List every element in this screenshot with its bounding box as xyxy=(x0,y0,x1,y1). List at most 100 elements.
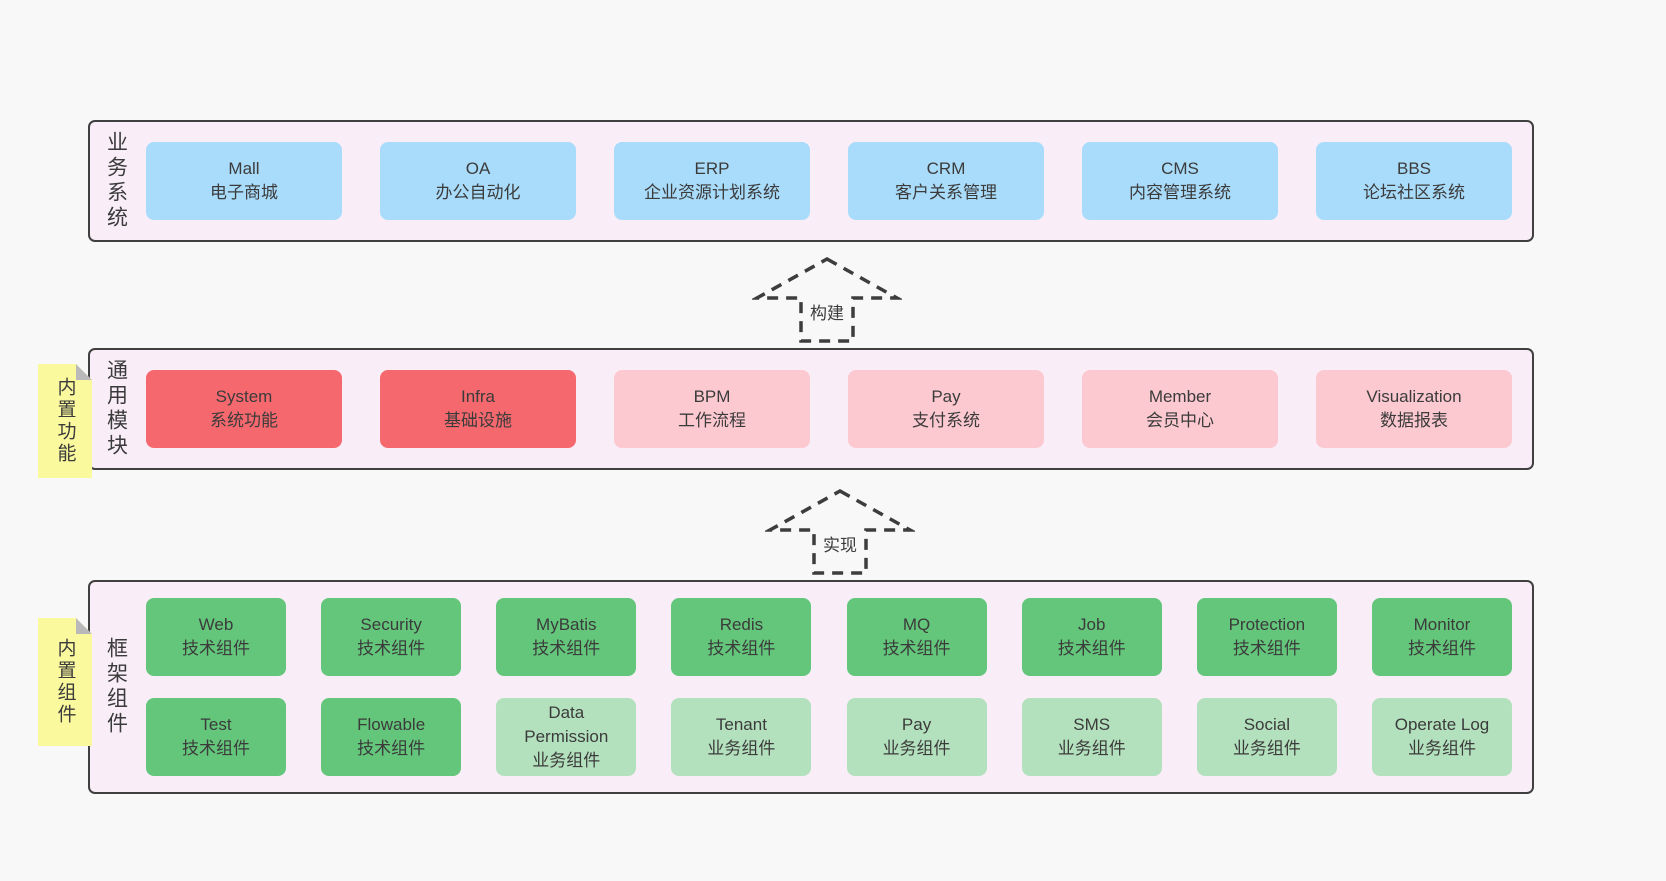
sticky-note-builtin-features: 内置功能 xyxy=(38,364,92,478)
box-erp-desc: 企业资源计划系统 xyxy=(644,183,780,202)
box-mybatis-desc: 技术组件 xyxy=(532,639,601,658)
box-social: Social 业务组件 xyxy=(1196,698,1337,776)
box-bbs-name: BBS xyxy=(1396,159,1432,178)
box-monitor-name: Monitor xyxy=(1413,615,1471,634)
panel-components-label: 框架组件 xyxy=(90,582,142,792)
panel-business-systems: 业务系统 Mall 电子商城 OA 办公自动化 ERP 企业资源计划系统 CRM… xyxy=(88,120,1534,242)
box-mq: MQ 技术组件 xyxy=(846,598,987,676)
box-redis-desc: 技术组件 xyxy=(707,639,776,658)
box-monitor-desc: 技术组件 xyxy=(1407,639,1476,658)
panel-modules-label: 通用模块 xyxy=(90,350,142,468)
box-erp: ERP 企业资源计划系统 xyxy=(614,142,810,220)
box-member-desc: 会员中心 xyxy=(1146,411,1214,430)
box-operate-log: Operate Log 业务组件 xyxy=(1371,698,1512,776)
box-test-desc: 技术组件 xyxy=(182,739,250,758)
panel-business-label-text: 业务系统 xyxy=(104,131,128,231)
box-web-name: Web xyxy=(198,615,234,634)
dashed-up-arrow-icon xyxy=(752,256,902,343)
box-infra-name: Infra xyxy=(460,387,496,406)
box-security-name: Security xyxy=(360,615,422,634)
box-tenant: Tenant 业务组件 xyxy=(671,698,812,776)
box-social-name: Social xyxy=(1243,715,1290,734)
box-protection-name: Protection xyxy=(1228,615,1306,634)
box-mybatis-name: MyBatis xyxy=(536,615,597,634)
box-data-permission-name: Data Permission xyxy=(524,703,609,746)
box-security: Security 技术组件 xyxy=(321,598,462,676)
box-erp-name: ERP xyxy=(694,159,730,178)
box-monitor: Monitor 技术组件 xyxy=(1371,598,1512,676)
box-member: Member 会员中心 xyxy=(1082,370,1278,448)
box-cms-name: CMS xyxy=(1161,159,1199,178)
arrow-implement: 实现 xyxy=(765,488,915,576)
box-sms-desc: 业务组件 xyxy=(1057,739,1126,758)
box-protection: Protection 技术组件 xyxy=(1196,598,1337,676)
box-mq-desc: 技术组件 xyxy=(882,639,951,658)
box-tenant-desc: 业务组件 xyxy=(707,739,776,758)
box-mall-desc: 电子商城 xyxy=(210,183,278,202)
box-pay-module-name: Pay xyxy=(931,387,961,406)
box-pay-component-name: Pay xyxy=(901,715,932,734)
box-data-permission: Data Permission 业务组件 xyxy=(496,698,637,776)
box-sms: SMS 业务组件 xyxy=(1021,698,1162,776)
box-cms: CMS 内容管理系统 xyxy=(1082,142,1278,220)
box-system-desc: 系统功能 xyxy=(210,411,278,430)
box-system-name: System xyxy=(215,387,273,406)
box-oa-desc: 办公自动化 xyxy=(435,183,521,202)
arrow-build: 构建 xyxy=(752,256,902,344)
box-pay-component: Pay 业务组件 xyxy=(846,698,987,776)
box-flowable: Flowable 技术组件 xyxy=(321,698,462,776)
box-cms-desc: 内容管理系统 xyxy=(1129,183,1231,202)
box-bpm: BPM 工作流程 xyxy=(614,370,810,448)
box-visualization-desc: 数据报表 xyxy=(1380,411,1448,430)
box-test-name: Test xyxy=(200,715,232,734)
box-data-permission-desc: 业务组件 xyxy=(532,751,601,770)
box-security-desc: 技术组件 xyxy=(357,639,426,658)
box-visualization-name: Visualization xyxy=(1366,387,1462,406)
box-bpm-desc: 工作流程 xyxy=(678,411,746,430)
dashed-up-arrow-icon xyxy=(765,488,915,575)
box-bbs: BBS 论坛社区系统 xyxy=(1316,142,1512,220)
box-visualization: Visualization 数据报表 xyxy=(1316,370,1512,448)
box-tenant-name: Tenant xyxy=(715,715,767,734)
box-web: Web 技术组件 xyxy=(146,598,286,676)
panel-components-label-text: 框架组件 xyxy=(104,637,128,737)
box-bpm-name: BPM xyxy=(693,387,731,406)
box-crm-name: CRM xyxy=(926,159,966,178)
box-social-desc: 业务组件 xyxy=(1232,739,1301,758)
sticky-builtin-components-text: 内置组件 xyxy=(54,638,76,726)
box-crm: CRM 客户关系管理 xyxy=(848,142,1044,220)
box-infra-desc: 基础设施 xyxy=(444,411,512,430)
sticky-note-builtin-components: 内置组件 xyxy=(38,618,92,746)
box-web-desc: 技术组件 xyxy=(182,639,250,658)
box-oa-name: OA xyxy=(465,159,491,178)
box-infra: Infra 基础设施 xyxy=(380,370,576,448)
box-flowable-desc: 技术组件 xyxy=(357,739,426,758)
box-operate-log-desc: 业务组件 xyxy=(1407,739,1476,758)
box-sms-name: SMS xyxy=(1073,715,1111,734)
box-mall: Mall 电子商城 xyxy=(146,142,342,220)
box-pay-module-desc: 支付系统 xyxy=(912,411,980,430)
arrow-build-label: 构建 xyxy=(807,298,847,325)
modules-box-row: System 系统功能 Infra 基础设施 BPM 工作流程 Pay 支付系统… xyxy=(142,370,1532,448)
box-protection-desc: 技术组件 xyxy=(1232,639,1301,658)
box-crm-desc: 客户关系管理 xyxy=(895,183,997,202)
box-mall-name: Mall xyxy=(228,159,260,178)
box-flowable-name: Flowable xyxy=(357,715,426,734)
sticky-builtin-features-text: 内置功能 xyxy=(54,377,76,465)
box-job-desc: 技术组件 xyxy=(1057,639,1126,658)
box-system: System 系统功能 xyxy=(146,370,342,448)
business-box-row: Mall 电子商城 OA 办公自动化 ERP 企业资源计划系统 CRM 客户关系… xyxy=(142,142,1532,220)
box-mq-name: MQ xyxy=(902,615,931,634)
panel-modules-label-text: 通用模块 xyxy=(104,359,128,459)
box-member-name: Member xyxy=(1148,387,1212,406)
box-redis: Redis 技术组件 xyxy=(671,598,812,676)
arrow-implement-label: 实现 xyxy=(820,530,860,557)
box-pay-component-desc: 业务组件 xyxy=(882,739,951,758)
components-grid: Web 技术组件 Security 技术组件 MyBatis 技术组件 Redi… xyxy=(142,598,1532,776)
box-job-name: Job xyxy=(1077,615,1106,634)
box-mybatis: MyBatis 技术组件 xyxy=(496,598,637,676)
box-job: Job 技术组件 xyxy=(1021,598,1162,676)
box-oa: OA 办公自动化 xyxy=(380,142,576,220)
box-pay-module: Pay 支付系统 xyxy=(848,370,1044,448)
panel-business-label: 业务系统 xyxy=(90,122,142,240)
